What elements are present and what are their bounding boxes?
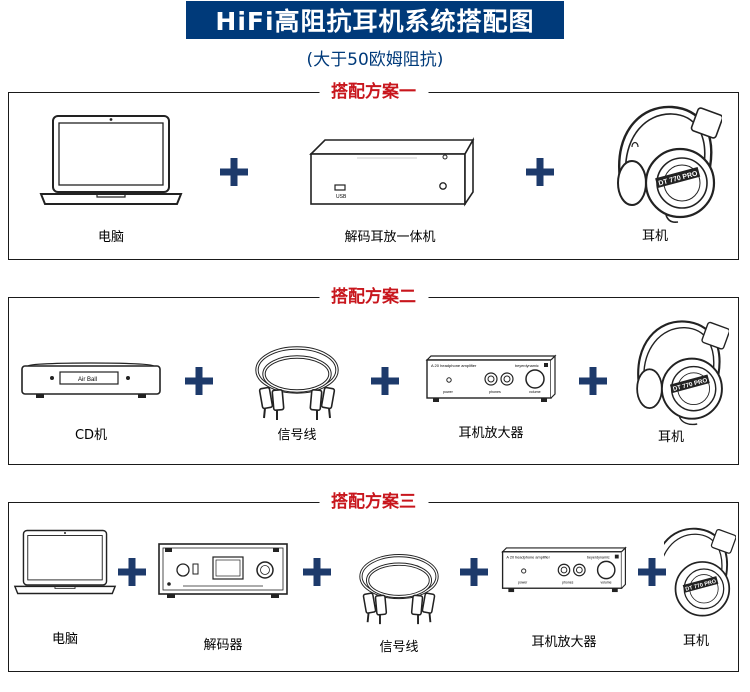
plus-icon [526,158,554,186]
plus-icon [579,367,607,395]
plus-icon [371,367,399,395]
amp-model-text: A 20 headphone amplifier [506,555,550,559]
plan-3-label-laptop: 电脑 [51,632,78,647]
plan-2-label-cd-player: CD机 [74,428,108,443]
laptop-icon [13,529,117,595]
plus-icon [638,558,666,586]
decoder-icon [158,543,288,598]
plan-1-item-laptop: 电脑 [36,112,186,246]
plus-icon [185,367,213,395]
plus-icon [303,558,331,586]
plan-3-label-cable: 信号线 [379,640,419,655]
plus-icon [220,158,248,186]
cable-icon [255,346,339,420]
amp-power-text: power [443,390,454,394]
cable-icon [359,553,439,625]
plan-3-item-cable: 信号线 [340,548,458,656]
plus-icon [460,558,488,586]
amp-power-text: power [518,580,528,584]
plan-1-label-dac-amp: 解码耳放一体机 [344,230,436,245]
amp-volume-text: volume [529,390,541,394]
amp-phones-text: phones [489,390,501,394]
headphones-icon: DT 770 PRO [617,105,722,224]
plan-1-label-headphones: 耳机 [641,229,668,244]
amp-volume-text: volume [600,580,611,584]
plan-2-item-headphone-amp: A 20 headphone amplifier beyerdynamic po… [414,352,568,442]
plan-3-item-laptop: 电脑 [12,524,118,648]
cd-player-icon: Air Ball [21,362,161,398]
laptop-icon [39,115,183,205]
plan-2-label-cable: 信号线 [277,428,317,443]
plan-1-label-laptop: 电脑 [97,230,124,245]
plan-3-label-headphones: 耳机 [682,634,709,649]
amp-brand-text: beyerdynamic [515,364,539,368]
plan-2-label-headphones: 耳机 [657,430,684,445]
plan-1-item-dac-amp: USB 解码耳放一体机 [290,130,490,246]
plan-1-section: 搭配方案一 [8,80,739,260]
headphone-amp-icon: A 20 headphone amplifier beyerdynamic po… [501,546,627,593]
cd-display-text: Air Ball [78,377,97,383]
plan-3-label-decoder: 解码器 [203,638,243,653]
plan-2-label-headphone-amp: 耳机放大器 [458,426,524,441]
plan-3-section: 搭配方案三 [8,490,739,672]
headphone-amp-icon: A 20 headphone amplifier beyerdynamic po… [425,354,557,402]
plan-2-section: 搭配方案二 [8,285,739,465]
plan-2-title: 搭配方案二 [319,285,428,309]
plan-3-title: 搭配方案三 [319,490,428,514]
amp-brand-text: beyerdynamic [587,555,610,559]
headphones-icon: DT 770 PRO [664,527,736,617]
page-title: HiFi高阻抗耳机系统搭配图 [215,7,535,36]
page-subtitle: (大于50欧姆阻抗) [306,50,444,70]
plan-2-item-headphones: DT 770 PRO 耳机 [618,316,734,446]
plan-1-item-headphones: DT 770 PRO 耳机 [596,101,728,245]
plan-3-item-decoder: 解码器 [150,540,296,654]
title-banner: HiFi高阻抗耳机系统搭配图 [186,1,564,39]
dac-amp-icon: USB [309,136,475,207]
headphones-icon: DT 770 PRO [636,320,729,426]
plan-1-title: 搭配方案一 [319,80,428,104]
dac-usb-text: USB [336,194,347,200]
plan-3-item-headphone-amp: A 20 headphone amplifier beyerdynamic po… [490,543,638,651]
amp-model-text: A 20 headphone amplifier [431,363,477,368]
plus-icon [118,558,146,586]
amp-phones-text: phones [562,580,574,584]
plan-2-item-cable: 信号线 [238,340,356,444]
plan-3-item-headphones: DT 770 PRO 耳机 [664,524,736,650]
plan-3-label-headphone-amp: 耳机放大器 [531,635,597,650]
plan-2-item-cd-player: Air Ball CD机 [16,358,166,444]
